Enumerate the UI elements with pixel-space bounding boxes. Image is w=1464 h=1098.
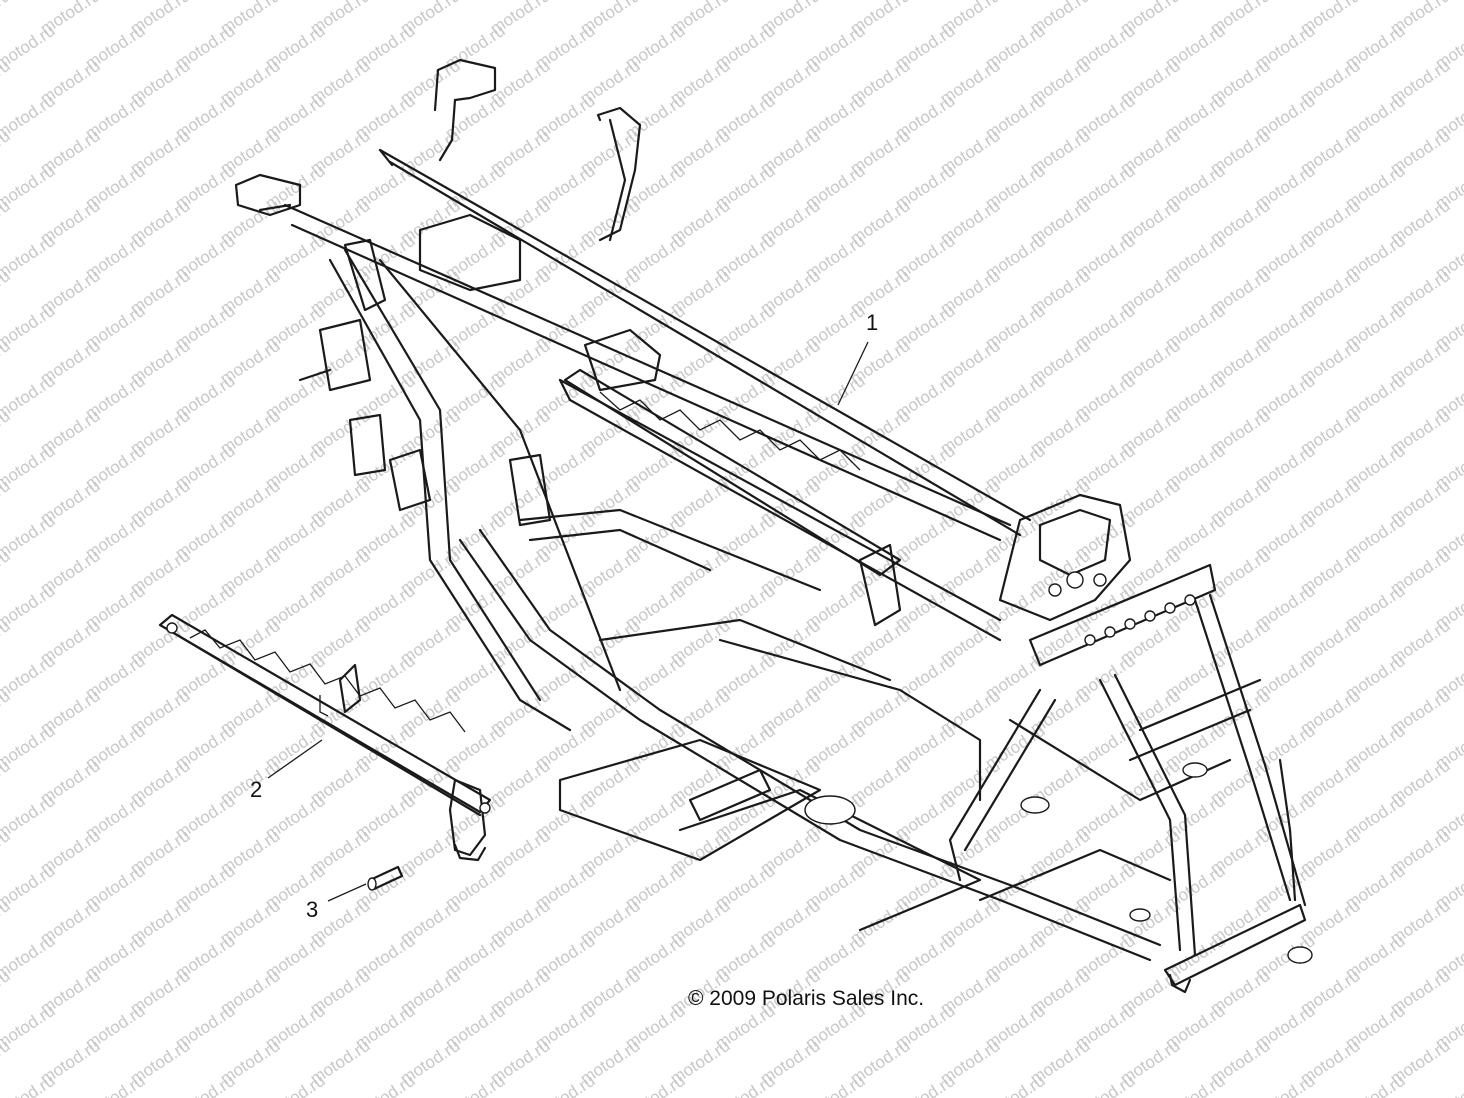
watermark-text: motod.ru bbox=[892, 1071, 959, 1098]
copyright-notice: © 2009 Polaris Sales Inc. bbox=[688, 987, 924, 1010]
watermark-text: motod.ru bbox=[532, 1071, 599, 1098]
watermark-text: motod.ru bbox=[1252, 1071, 1319, 1098]
watermark-text: motod.ru bbox=[802, 1071, 869, 1098]
callout-3: 3 bbox=[306, 897, 318, 922]
main-frame-drawing bbox=[234, 58, 1313, 994]
watermark-text: motod.ru bbox=[622, 1071, 689, 1098]
watermark-text: motod.ru bbox=[172, 1071, 239, 1098]
watermark-text: motod.ru bbox=[1432, 1071, 1464, 1098]
watermark-text: motod.ru bbox=[712, 1071, 779, 1098]
leader-line-3 bbox=[327, 883, 367, 902]
watermark-text: motod.ru bbox=[0, 1071, 58, 1098]
frame-rail-brace-drawing bbox=[158, 613, 492, 862]
watermark-text: motod.ru bbox=[1072, 1071, 1139, 1098]
watermark-text: motod.ru bbox=[982, 1071, 1049, 1098]
watermark-text: motod.ru bbox=[1342, 1071, 1409, 1098]
leader-lines bbox=[267, 341, 869, 902]
leader-line-1 bbox=[837, 341, 869, 406]
watermark-text: motod.ru bbox=[442, 1071, 509, 1098]
watermark-text: motod.ru bbox=[0, 0, 13, 38]
bolt-drawing bbox=[367, 865, 404, 891]
watermark-text: motod.ru bbox=[1162, 1071, 1229, 1098]
callout-2: 2 bbox=[250, 777, 262, 802]
watermark-text: motod.ru bbox=[352, 1071, 419, 1098]
callout-1: 1 bbox=[866, 310, 878, 335]
watermark-text: motod.ru bbox=[262, 1071, 329, 1098]
watermark-text: motod.ru bbox=[82, 1071, 149, 1098]
leader-line-2 bbox=[267, 739, 323, 779]
